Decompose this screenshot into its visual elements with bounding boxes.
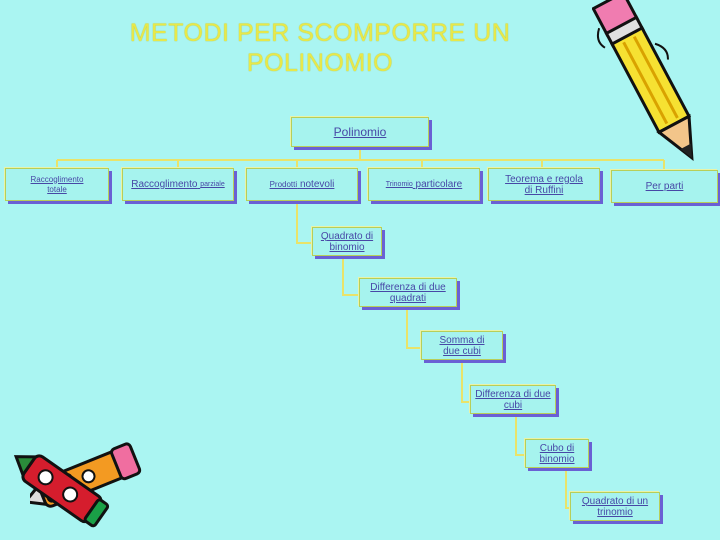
node-raccoglimento-totale-line-1: Raccoglimento <box>30 174 84 184</box>
node-prodotti-notevoli-small: Prodotti <box>269 180 298 189</box>
node-ruffini-label: Teorema e regola di Ruffini <box>505 173 583 196</box>
node-quadrato-binomio-label: Quadrato di binomio <box>320 230 374 253</box>
node-ruffini: Teorema e regola di Ruffini <box>488 168 600 201</box>
node-raccoglimento-parziale-main: Raccoglimento <box>131 179 198 190</box>
node-somma-cubi: Somma di due cubi <box>421 331 503 360</box>
node-prodotti-notevoli-main: notevoli <box>299 179 335 190</box>
node-quadrato-trinomio-label: Quadrato di un trinomio <box>581 495 649 518</box>
node-trinomio-particolare-main: particolare <box>415 179 463 190</box>
node-differenza-quadrati: Differenza di due quadrati <box>359 278 457 307</box>
node-quadrato-trinomio: Quadrato di un trinomio <box>570 492 660 521</box>
node-per-parti-label: Per parti <box>645 181 684 192</box>
connector-cubo-binomio <box>515 416 526 456</box>
marker-icon <box>13 454 110 528</box>
node-quadrato-binomio: Quadrato di binomio <box>312 227 382 256</box>
title-line-2: POLINOMIO <box>246 49 394 77</box>
node-raccoglimento-parziale: Raccoglimento parziale <box>122 168 234 201</box>
node-somma-cubi-label: Somma di due cubi <box>439 334 485 357</box>
node-polinomio: Polinomio <box>291 117 429 147</box>
node-raccoglimento-totale: Raccoglimento totale <box>5 168 109 201</box>
node-polinomio-label: Polinomio <box>333 124 387 139</box>
page-title: METODI PER SCOMPORRE UN POLINOMIO <box>95 18 545 78</box>
node-differenza-cubi-label: Differenza di due cubi <box>475 388 551 411</box>
node-cubo-binomio: Cubo di binomio <box>525 439 589 468</box>
node-cubo-binomio-label: Cubo di binomio <box>539 442 575 465</box>
connector-differenza-quadrati <box>342 257 360 296</box>
title-line-1: METODI PER SCOMPORRE UN <box>129 19 511 47</box>
node-raccoglimento-totale-line-2: totale <box>47 184 67 194</box>
node-differenza-cubi: Differenza di due cubi <box>470 385 556 414</box>
pencil-icon <box>592 0 694 162</box>
connector-differenza-cubi <box>461 362 471 403</box>
connector-quadrato-binomio <box>296 203 314 244</box>
connector-somma-cubi <box>406 308 422 349</box>
node-differenza-quadrati-label: Differenza di due quadrati <box>370 281 446 304</box>
node-prodotti-notevoli: Prodotti notevoli <box>246 168 358 201</box>
node-trinomio-particolare-small: Trinomio <box>385 181 413 188</box>
node-raccoglimento-parziale-small: parziale <box>200 181 225 188</box>
node-per-parti: Per parti <box>611 170 718 203</box>
node-trinomio-particolare: Trinomio particolare <box>368 168 480 201</box>
